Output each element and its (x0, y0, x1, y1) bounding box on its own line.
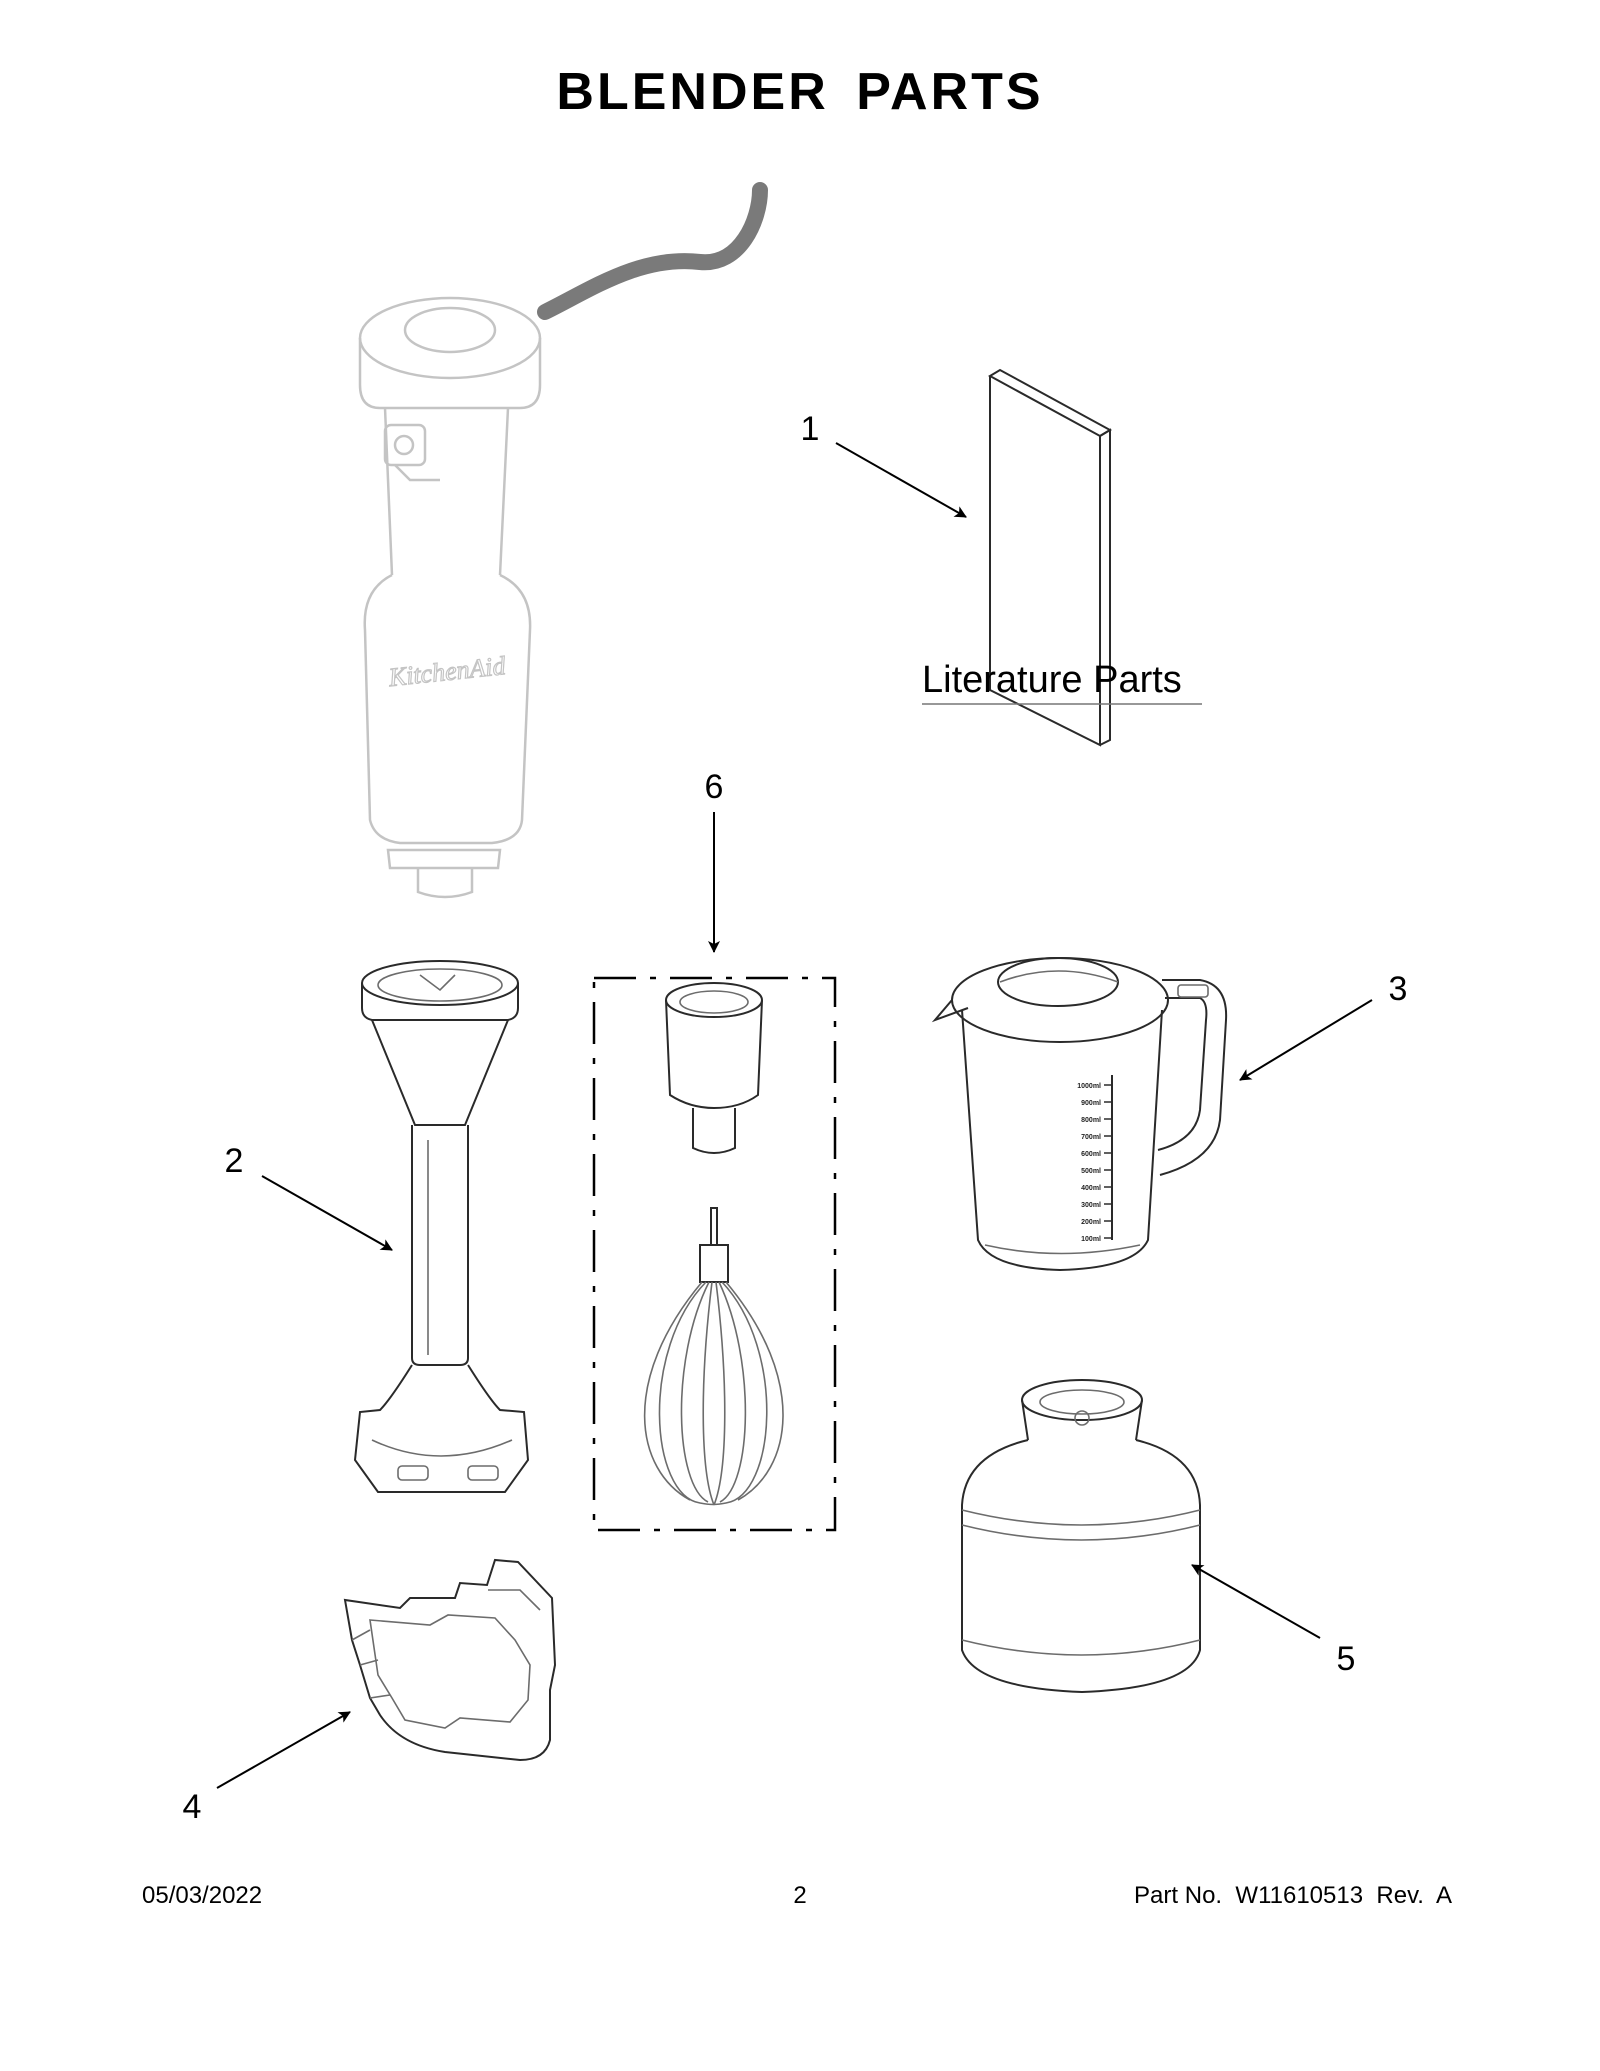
literature-parts-label: Literature Parts (922, 659, 1182, 701)
scale-mark-label: 300ml (1081, 1202, 1101, 1209)
callout-1-arrow (835, 442, 967, 518)
scale-mark-label: 200ml (1081, 1219, 1101, 1226)
scale-mark-label: 900ml (1081, 1100, 1101, 1107)
scale-mark-label: 500ml (1081, 1168, 1101, 1175)
scale-mark-label: 400ml (1081, 1185, 1101, 1192)
part-1-literature (987, 368, 1113, 747)
part-4-pan-guard (343, 1558, 557, 1762)
scale-mark-label: 600ml (1081, 1151, 1101, 1158)
callout-2-label: 2 (225, 1142, 244, 1180)
svg-text:KitchenAid: KitchenAid (386, 651, 507, 692)
callout-2-arrow (261, 1175, 393, 1251)
scale-mark-label: 100ml (1081, 1236, 1101, 1243)
callout-3-arrow (1239, 999, 1373, 1081)
callout-4-arrow (216, 1711, 351, 1789)
motor-body-ghost: KitchenAid (358, 182, 768, 899)
scale-mark-label: 800ml (1081, 1117, 1101, 1124)
footer-part-number: Part No. W11610513 Rev. A (1134, 1882, 1452, 1909)
callout-6-label: 6 (705, 768, 724, 806)
part-6-whisk-assembly (592, 976, 837, 1532)
page-title: BLENDER PARTS (556, 63, 1044, 121)
part-5-chopper-bowl (961, 1379, 1201, 1694)
footer-page-number: 2 (793, 1882, 807, 1909)
scale-mark-label: 700ml (1081, 1134, 1101, 1141)
callout-4-label: 4 (183, 1788, 202, 1826)
part-3-pitcher (931, 957, 1228, 1272)
callout-3-label: 3 (1389, 970, 1408, 1008)
callout-5-arrow (1191, 1564, 1321, 1639)
callout-1-label: 1 (801, 410, 820, 448)
pitcher-scale: 1000ml 900ml 800ml 700ml 600ml 500ml 400ml 300m… (1077, 1083, 1112, 1243)
power-cord (537, 182, 768, 320)
callout-5-label: 5 (1337, 1640, 1356, 1678)
scale-mark-label: 1000ml (1077, 1083, 1101, 1090)
part-2-blending-arm (353, 960, 530, 1493)
footer-date: 05/03/2022 (142, 1882, 263, 1909)
